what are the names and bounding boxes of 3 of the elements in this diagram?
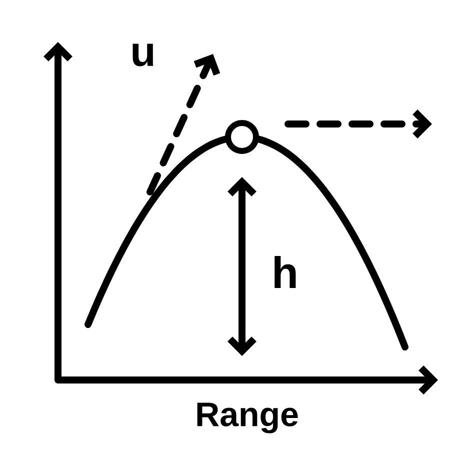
axis-label: u [132, 44, 154, 66]
axis-label: h [274, 256, 296, 288]
axis-label: Range [197, 402, 298, 434]
